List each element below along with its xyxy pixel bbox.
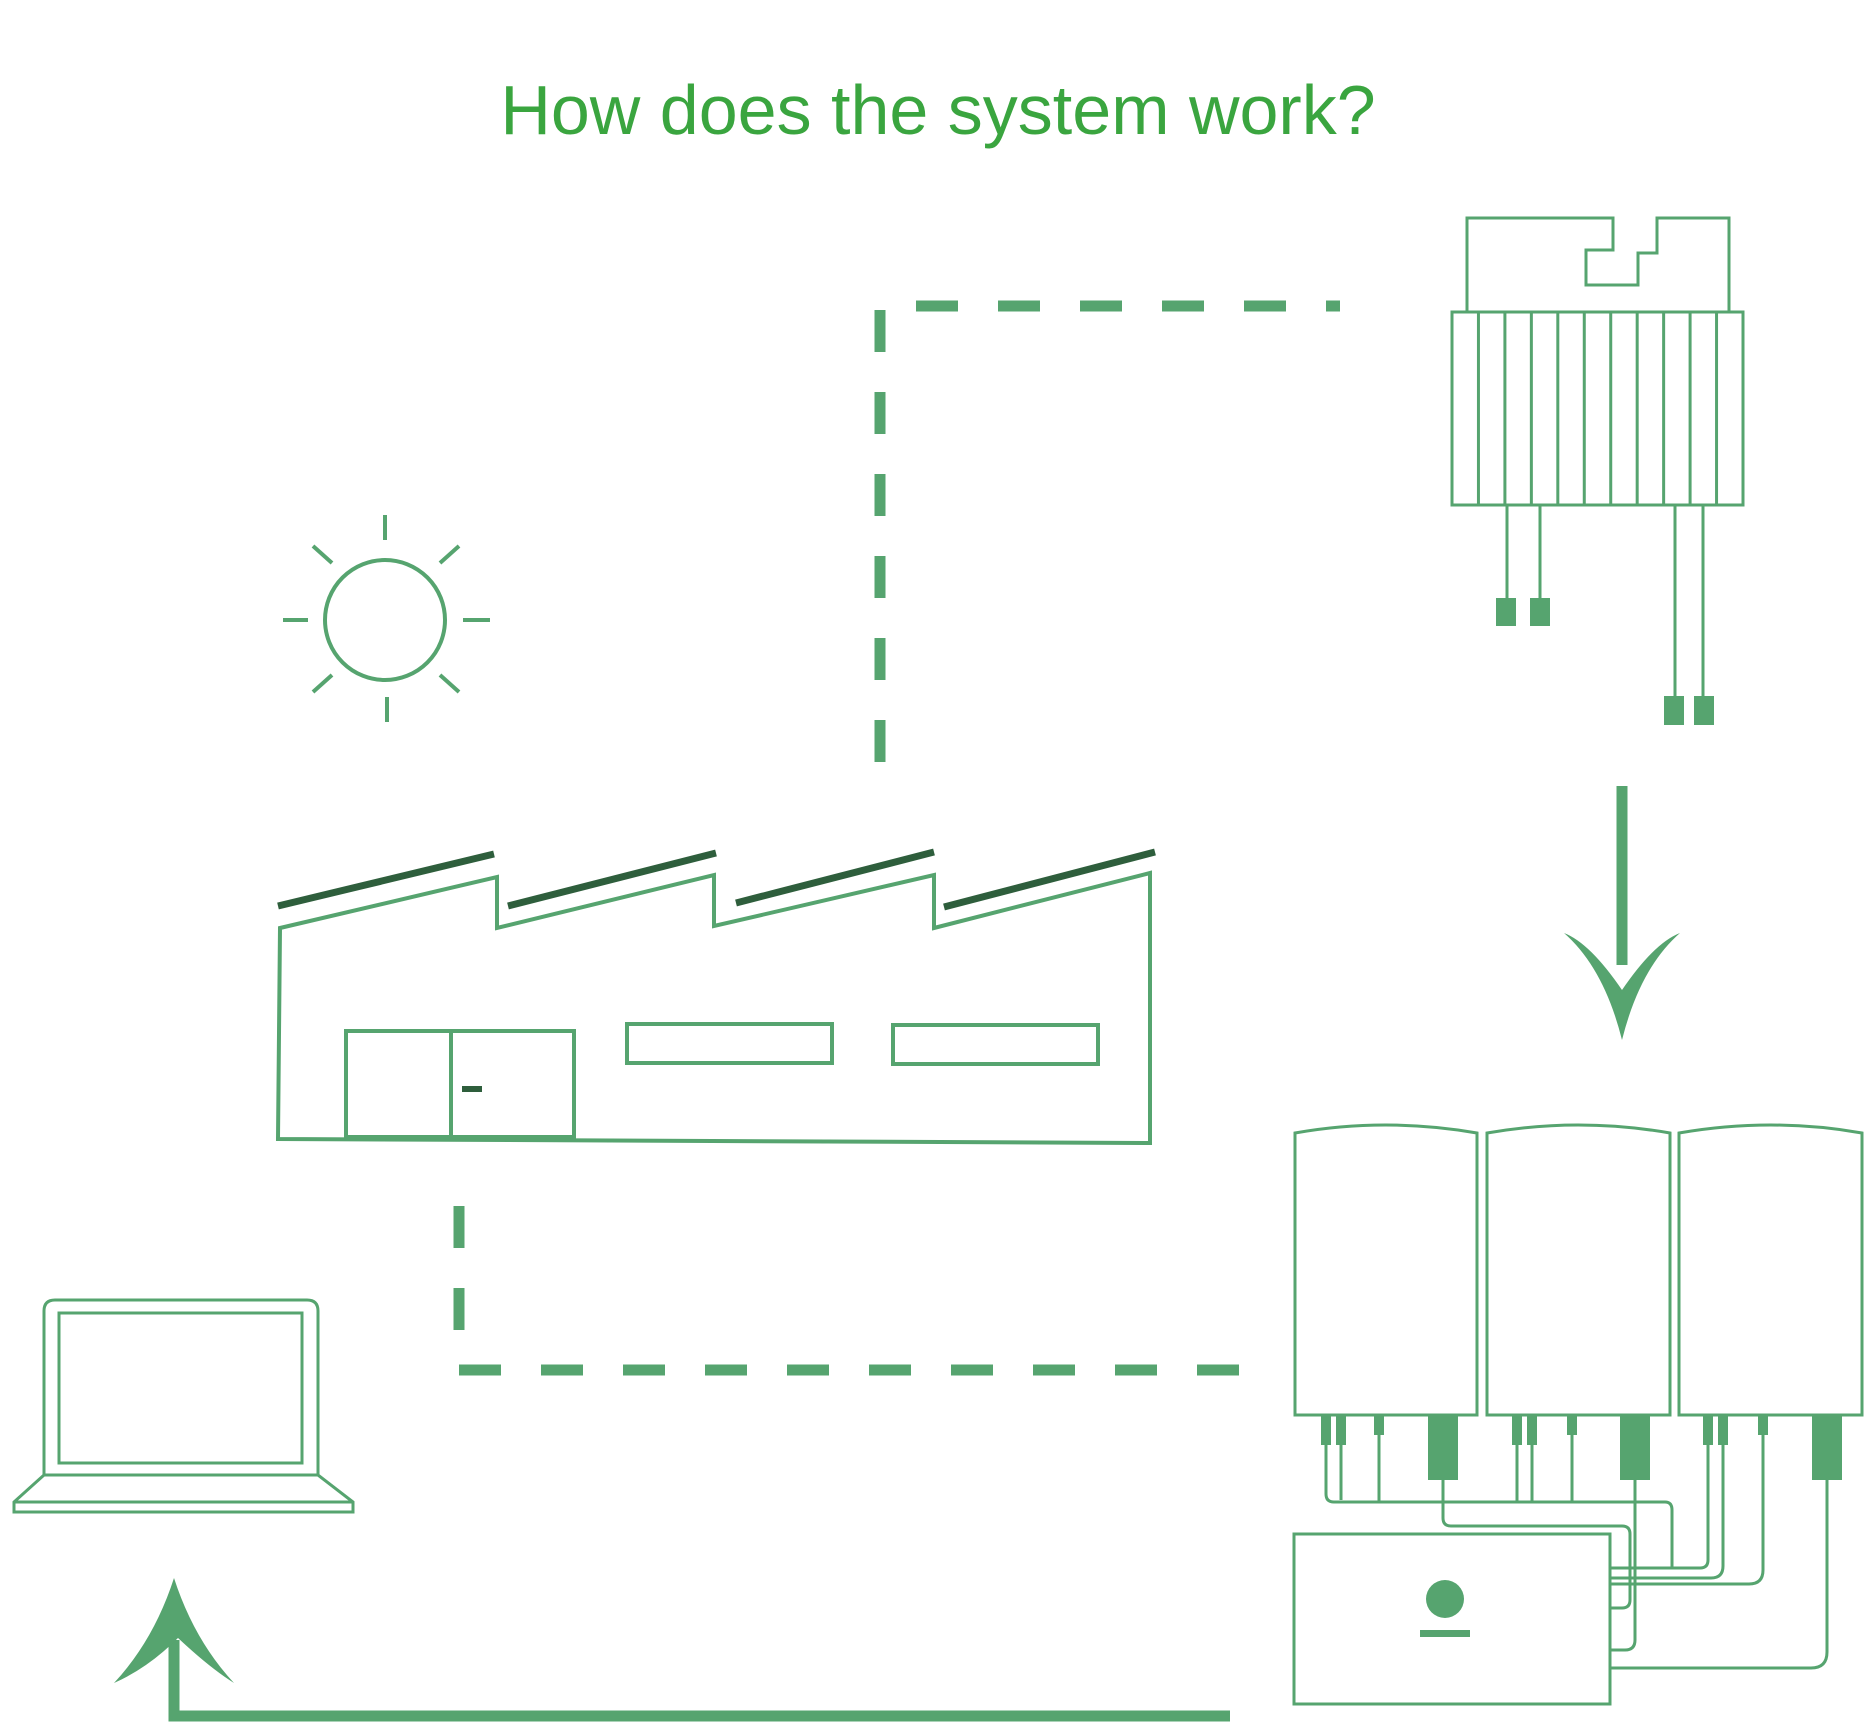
sun-icon (283, 515, 490, 722)
inverter-icon (1293, 1123, 1864, 1480)
factory-icon (275, 848, 1156, 1146)
flow-arrow-icon (1564, 786, 1680, 1040)
flow-arrow-icon (114, 1578, 1230, 1722)
data-link-inverter (453, 1206, 1240, 1376)
data-logger-icon (1292, 1532, 1612, 1706)
diagram-title: How does the system work? (500, 71, 1376, 149)
laptop-icon (12, 1298, 355, 1514)
cable-bundle (1324, 1435, 1829, 1670)
solar-panel-icon (1450, 216, 1745, 725)
data-link-panel (874, 300, 1340, 762)
